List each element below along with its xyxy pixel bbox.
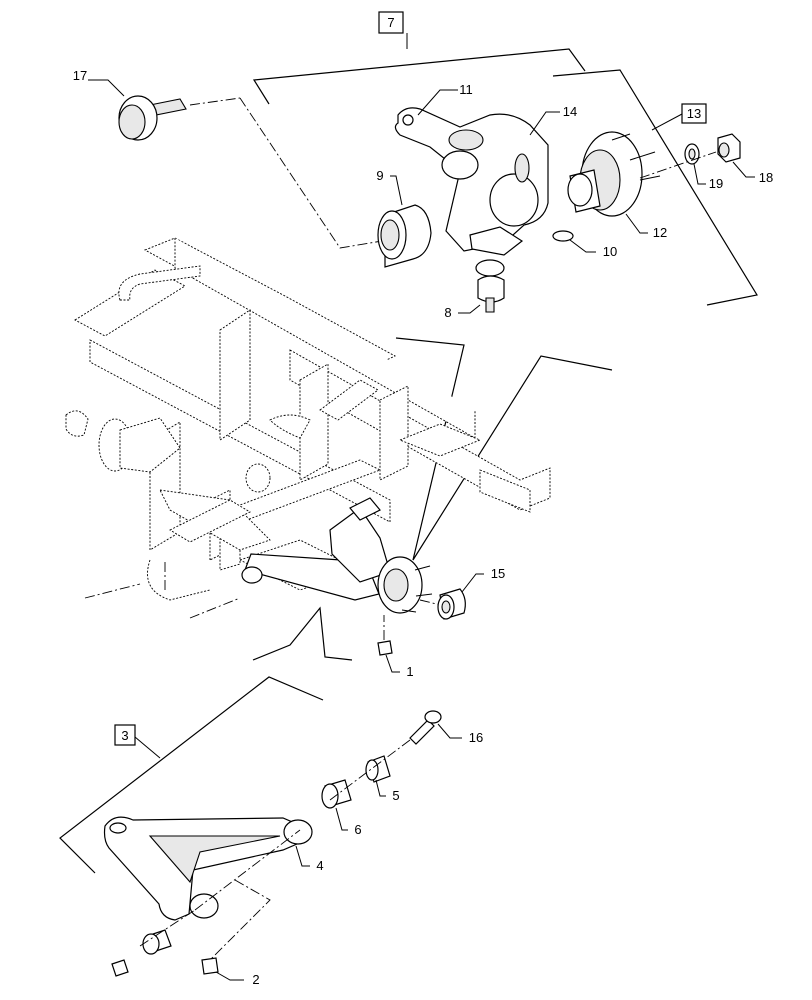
part-19-washer	[684, 143, 700, 165]
assembly-13-label: 13	[687, 106, 701, 121]
part-6-bushing	[321, 779, 352, 809]
callout-9: 9	[376, 168, 383, 183]
part-18-nut	[717, 133, 741, 163]
callout-1: 1	[406, 664, 413, 679]
vehicle-frame-phantom	[74, 237, 551, 601]
part-5-sleeve	[365, 755, 391, 783]
part-17-pin	[118, 95, 401, 249]
callouts: 17 11 14 9 10 12 8 19 18 15 1 16 5 6 4 2	[73, 68, 773, 987]
callout-14: 14	[563, 104, 577, 119]
callout-16: 16	[469, 730, 483, 745]
assembly-3-label: 3	[121, 728, 128, 743]
assembly-3-bracket: 3	[59, 676, 324, 874]
part-11-14-knuckle	[394, 107, 549, 256]
steering-group-leader	[395, 337, 465, 561]
part-12-hub	[567, 131, 661, 217]
callout-5: 5	[392, 788, 399, 803]
part-1-nut	[377, 640, 393, 656]
callout-12: 12	[653, 225, 667, 240]
callout-4: 4	[316, 858, 323, 873]
callout-17: 17	[73, 68, 87, 83]
callout-6: 6	[354, 822, 361, 837]
callout-18: 18	[759, 170, 773, 185]
frame-bolts	[84, 560, 446, 640]
callout-11: 11	[459, 82, 473, 97]
callout-2: 2	[252, 972, 259, 987]
hub-group-leader	[412, 355, 613, 561]
lower-a-arm	[103, 816, 313, 921]
part-10-snap-ring	[552, 230, 574, 242]
callout-19: 19	[709, 176, 723, 191]
part-16-bolt	[329, 710, 442, 801]
assembly-7-label: 7	[387, 15, 394, 30]
part-15-bushing	[437, 588, 466, 620]
part-8-ball-joint	[475, 259, 505, 313]
part-2-nut	[201, 957, 219, 975]
right-suspension-assembly	[241, 497, 433, 614]
part-9-bearing	[377, 204, 432, 268]
a-arm-centerlines	[139, 829, 301, 961]
callout-15: 15	[491, 566, 505, 581]
arm-group-leader	[252, 606, 353, 661]
assembly-7-bracket: 7	[252, 11, 586, 105]
assembly-13-bracket: 13	[552, 69, 758, 306]
part-4-bushing-lower	[111, 929, 172, 977]
callout-8: 8	[444, 305, 451, 320]
left-suspension-phantom	[65, 410, 271, 551]
callout-10: 10	[603, 244, 617, 259]
